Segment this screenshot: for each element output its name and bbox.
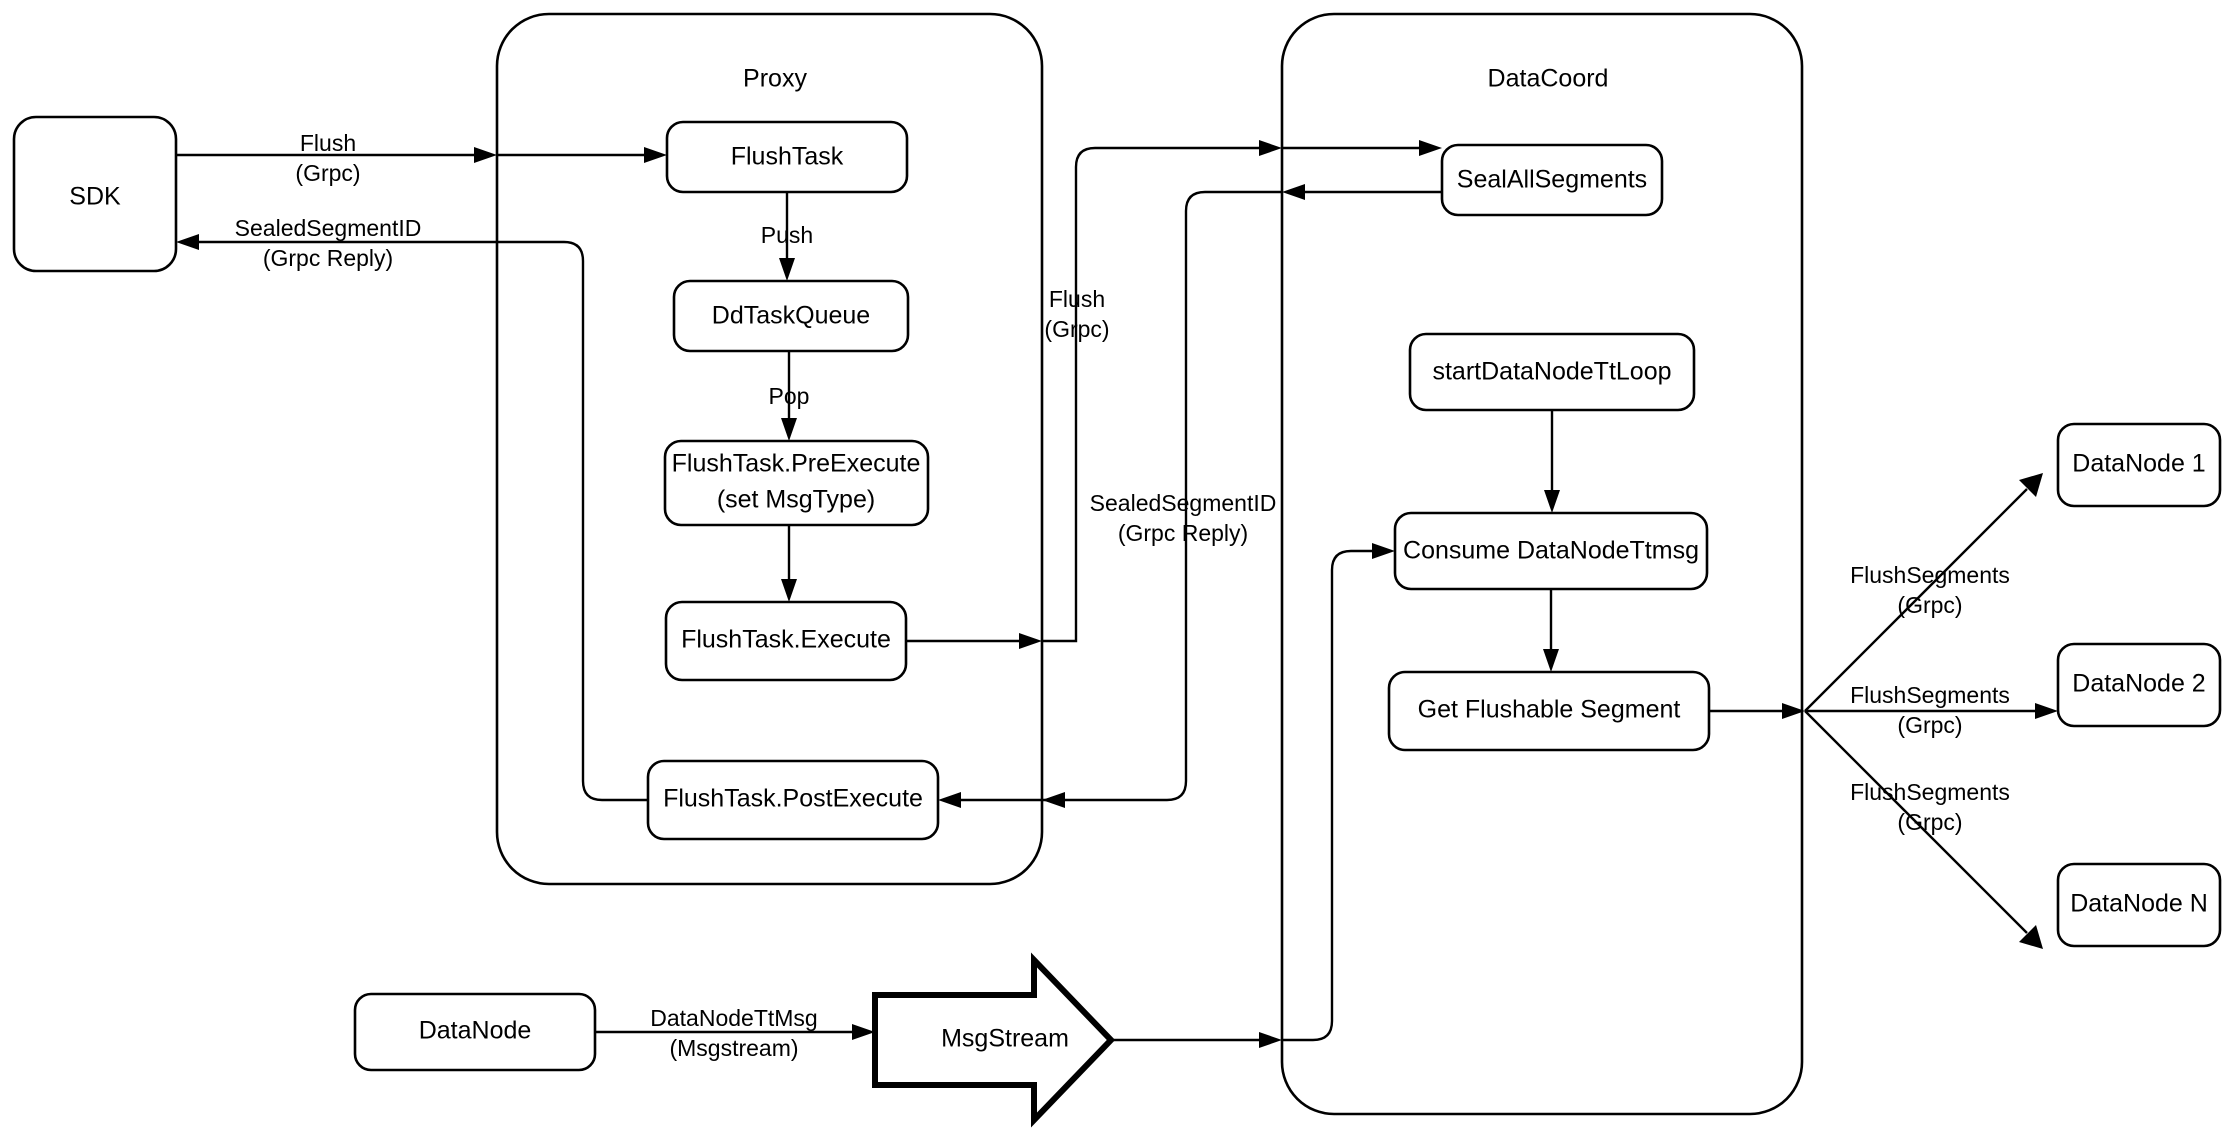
arrowhead-datanode-to-msgstream [852, 1024, 875, 1040]
arrowhead-execute-to-proxy-boundary [1019, 633, 1042, 649]
edge-label-datacoord-reply-line2: (Grpc Reply) [1118, 520, 1248, 546]
arrowhead-msgstream-to-datacoord [1259, 1032, 1282, 1048]
edge-label-flushsegments-1-line1: FlushSegments [1850, 562, 2010, 588]
node-datanode-2[interactable] [2056, 642, 2222, 728]
arrowhead-proxy-to-datacoord-flush [1259, 140, 1282, 156]
container-datacoord-label: DataCoord [1488, 65, 1609, 93]
arrowhead-datacoord-to-proxy-reply [938, 792, 961, 808]
node-consume-datanode-ttmsg-label: Consume DataNodeTtmsg [1403, 537, 1699, 565]
arrowhead-reply-crossing-proxy-boundary [1042, 792, 1065, 808]
node-dd-task-queue-label: DdTaskQueue [712, 302, 870, 330]
arrowhead-consume-to-getflushable [1543, 649, 1559, 672]
edge-label-sealedsegmentid-reply-line1: SealedSegmentID [235, 215, 422, 241]
edge-label-flush-grpc-line2: (Grpc) [295, 160, 360, 186]
arrowhead-sealallsegments-to-boundary [1282, 184, 1305, 200]
edge-label-sealedsegmentid-reply-line2: (Grpc Reply) [263, 245, 393, 271]
node-msgstream[interactable] [872, 952, 1116, 1128]
edge-proxy-to-sdk-reply [195, 240, 648, 802]
edge-label-pop: Pop [769, 383, 810, 409]
arrowhead-ttloop-to-consume [1544, 490, 1560, 513]
node-sdk[interactable] [12, 115, 178, 273]
edge-datacoord-msg-to-consume [1282, 549, 1376, 1042]
edge-junction-to-datanode1 [1804, 488, 2028, 712]
node-start-datanode-tt-loop-label: startDataNodeTtLoop [1432, 358, 1671, 386]
edge-proxy-to-datacoord-flush [1042, 146, 1263, 643]
edge-label-flushsegments-2-line2: (Grpc) [1897, 712, 1962, 738]
edge-label-flushsegments-n-line2: (Grpc) [1897, 809, 1962, 835]
node-datanode-n[interactable] [2056, 862, 2222, 948]
arrowhead-junction-to-datanoden [2019, 925, 2043, 949]
node-flushtask-execute-label: FlushTask.Execute [681, 626, 891, 654]
edge-label-datanodettmsg-line2: (Msgstream) [669, 1035, 798, 1061]
arrowhead-getflushable-to-junction [1782, 703, 1805, 719]
node-dd-task-queue[interactable] [672, 279, 910, 353]
edge-label-flushsegments-2-line1: FlushSegments [1850, 682, 2010, 708]
node-datanode-bottom-label: DataNode [419, 1017, 532, 1045]
edge-label-datacoord-flush-line1: Flush [1049, 286, 1105, 312]
node-sdk-label: SDK [69, 183, 121, 211]
arrowhead-proxy-to-sdk-reply [176, 234, 199, 250]
node-msgstream-label: MsgStream [941, 1025, 1069, 1053]
edge-label-push: Push [761, 222, 813, 248]
node-datanode-n-label: DataNode N [2070, 890, 2208, 918]
node-seal-all-segments[interactable] [1440, 143, 1664, 217]
edge-label-flushsegments-1-line2: (Grpc) [1897, 592, 1962, 618]
edge-label-datacoord-reply-line1: SealedSegmentID [1090, 490, 1277, 516]
arrowhead-junction-to-datanode1 [2019, 473, 2043, 497]
node-datanode-2-label: DataNode 2 [2072, 670, 2205, 698]
edge-junction-to-datanoden [1804, 710, 2028, 934]
arrowhead-junction-to-datanode2 [2035, 703, 2058, 719]
node-flushtask-preexecute-label-line1: FlushTask.PreExecute [672, 450, 921, 478]
node-flushtask-postexecute-label: FlushTask.PostExecute [663, 785, 923, 813]
arrowhead-pop [781, 418, 797, 441]
node-seal-all-segments-label: SealAllSegments [1457, 166, 1647, 194]
node-get-flushable-segment-label: Get Flushable Segment [1418, 696, 1681, 724]
edge-label-flushsegments-n-line1: FlushSegments [1850, 779, 2010, 805]
arrowhead-datacoord-msg-to-consume [1372, 543, 1395, 559]
node-datanode-1-label: DataNode 1 [2072, 450, 2205, 478]
arrowhead-preexecute-to-execute [781, 579, 797, 602]
edge-label-datacoord-flush-line2: (Grpc) [1044, 316, 1109, 342]
arrowhead-proxyedge-to-flushtask [644, 147, 667, 163]
edge-datacoord-to-proxy-reply [957, 190, 1282, 802]
edge-label-flush-grpc-line1: Flush [300, 130, 356, 156]
arrowhead-push [779, 258, 795, 281]
container-proxy-label: Proxy [743, 65, 807, 93]
node-flushtask-preexecute-label-line2: (set MsgType) [717, 486, 875, 514]
arrowhead-sdk-to-proxy [474, 147, 497, 163]
arrowhead-datacoordedge-to-sealallsegments [1419, 140, 1442, 156]
node-flushtask-preexecute[interactable] [663, 439, 930, 527]
node-datanode-1[interactable] [2056, 422, 2222, 508]
node-flush-task-label: FlushTask [731, 143, 844, 171]
edge-label-datanodettmsg-line1: DataNodeTtMsg [650, 1005, 817, 1031]
